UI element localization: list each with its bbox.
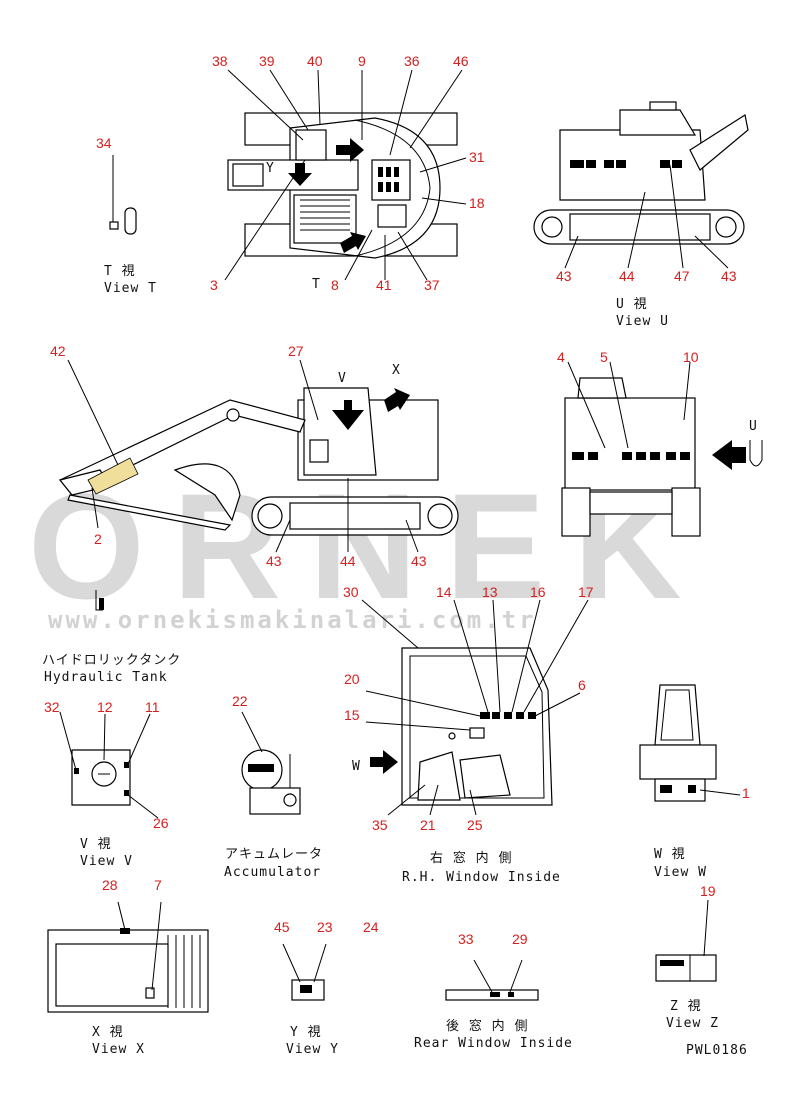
part-20: 20 [344, 671, 360, 687]
part-4: 4 [557, 349, 565, 365]
view-u-caption-jp: U 視 [616, 297, 648, 312]
part-43-u-left: 43 [556, 268, 572, 284]
rear-view: 4 5 10 U [557, 349, 763, 537]
view-t-caption-jp: T 視 [104, 264, 136, 279]
view-y: 45 23 24 Y 視 View Y [274, 919, 379, 1057]
part-19: 19 [700, 883, 716, 899]
part-2: 2 [94, 531, 102, 547]
accumulator-caption-en: Accumulator [224, 865, 321, 880]
part-43-side-left: 43 [266, 553, 282, 569]
part-29: 29 [512, 931, 528, 947]
view-z: 19 Z 視 View Z [655, 883, 719, 1031]
part-16: 16 [530, 584, 546, 600]
part-6: 6 [578, 677, 586, 693]
view-z-caption-jp: Z 視 [670, 999, 702, 1014]
rh-window-caption-jp: 右 窓 内 側 [430, 850, 512, 866]
view-v-caption-en: View V [80, 854, 133, 869]
part-39: 39 [259, 53, 275, 69]
part-46: 46 [453, 53, 469, 69]
part-24: 24 [363, 919, 379, 935]
part-47: 47 [674, 268, 690, 284]
part-42: 42 [50, 343, 66, 359]
part-15: 15 [344, 707, 360, 723]
part-41: 41 [376, 277, 392, 293]
part-1: 1 [742, 785, 750, 801]
part-8: 8 [331, 277, 339, 293]
part-30: 30 [343, 584, 359, 600]
view-t-caption-en: View T [104, 281, 157, 296]
rh-window-inside: W 30 14 13 16 17 20 6 15 35 21 25 右 窓 内 … [343, 584, 594, 885]
rear-window-inside: 33 29 後 窓 内 側 Rear Window Inside [414, 931, 573, 1051]
part-43-side-right: 43 [411, 553, 427, 569]
part-37: 37 [424, 277, 440, 293]
view-u-caption-en: View U [616, 314, 669, 329]
rear-window-caption-jp: 後 窓 内 側 [446, 1018, 528, 1034]
part-23: 23 [317, 919, 333, 935]
part-28: 28 [102, 877, 118, 893]
rear-window-caption-en: Rear Window Inside [414, 1036, 573, 1051]
view-z-caption-en: View Z [666, 1016, 719, 1031]
part-14: 14 [436, 584, 452, 600]
part-12: 12 [97, 699, 113, 715]
part-7: 7 [154, 877, 162, 893]
part-13: 13 [482, 584, 498, 600]
view-x-caption-jp: X 視 [92, 1025, 124, 1040]
part-44-side: 44 [340, 553, 356, 569]
view-w-caption-jp: W 視 [654, 847, 686, 862]
side-view: V X 42 27 2 43 44 43 [50, 343, 459, 569]
rh-window-caption-en: R.H. Window Inside [402, 870, 561, 885]
drawing-code: PWL0186 [686, 1043, 748, 1058]
top-view: Y T 38 39 40 9 36 46 31 18 3 8 41 37 [210, 53, 485, 293]
marker-w: W [352, 759, 361, 774]
part-32: 32 [44, 699, 60, 715]
view-t: 34 T 視 View T [96, 135, 157, 296]
part-22: 22 [232, 693, 248, 709]
marker-x: X [392, 363, 401, 378]
view-v: 32 12 11 26 V 視 View V [44, 699, 169, 869]
part-31: 31 [469, 149, 485, 165]
watermark-url: www.ornekismakinalari.com.tr [48, 606, 537, 634]
part-34: 34 [96, 135, 112, 151]
part-40: 40 [307, 53, 323, 69]
part-35: 35 [372, 817, 388, 833]
part-43-u-right: 43 [721, 268, 737, 284]
hydraulic-tank-caption-jp: ハイドロリックタンク [42, 653, 181, 668]
part-38: 38 [212, 53, 228, 69]
marker-v: V [338, 371, 347, 386]
marker-u: U [749, 419, 758, 434]
part-10: 10 [683, 349, 699, 365]
hydraulic-tank-caption-en: Hydraulic Tank [44, 670, 168, 685]
view-v-caption-jp: V 視 [80, 837, 112, 852]
hydraulic-tank: ハイドロリックタンク Hydraulic Tank [42, 590, 181, 685]
part-18: 18 [469, 195, 485, 211]
part-9: 9 [358, 53, 366, 69]
view-w: 1 W 視 View W [639, 684, 750, 880]
part-21: 21 [420, 817, 436, 833]
part-5: 5 [600, 349, 608, 365]
part-27: 27 [288, 343, 304, 359]
view-y-caption-jp: Y 視 [290, 1025, 322, 1040]
view-u: 43 44 47 43 U 視 View U [533, 101, 749, 329]
part-26: 26 [153, 815, 169, 831]
part-25: 25 [467, 817, 483, 833]
part-45: 45 [274, 919, 290, 935]
accumulator-caption-jp: アキュムレータ [225, 847, 323, 862]
part-3: 3 [210, 277, 218, 293]
part-36: 36 [404, 53, 420, 69]
part-44-u: 44 [619, 268, 635, 284]
accumulator: 22 アキュムレータ Accumulator [224, 693, 323, 880]
marker-t: T [312, 277, 321, 292]
view-x: 28 7 X 視 View X [47, 877, 209, 1057]
view-x-caption-en: View X [92, 1042, 145, 1057]
part-33: 33 [458, 931, 474, 947]
marker-y: Y [266, 161, 275, 176]
part-17: 17 [578, 584, 594, 600]
part-11: 11 [145, 699, 160, 715]
view-w-caption-en: View W [654, 865, 707, 880]
view-y-caption-en: View Y [286, 1042, 339, 1057]
